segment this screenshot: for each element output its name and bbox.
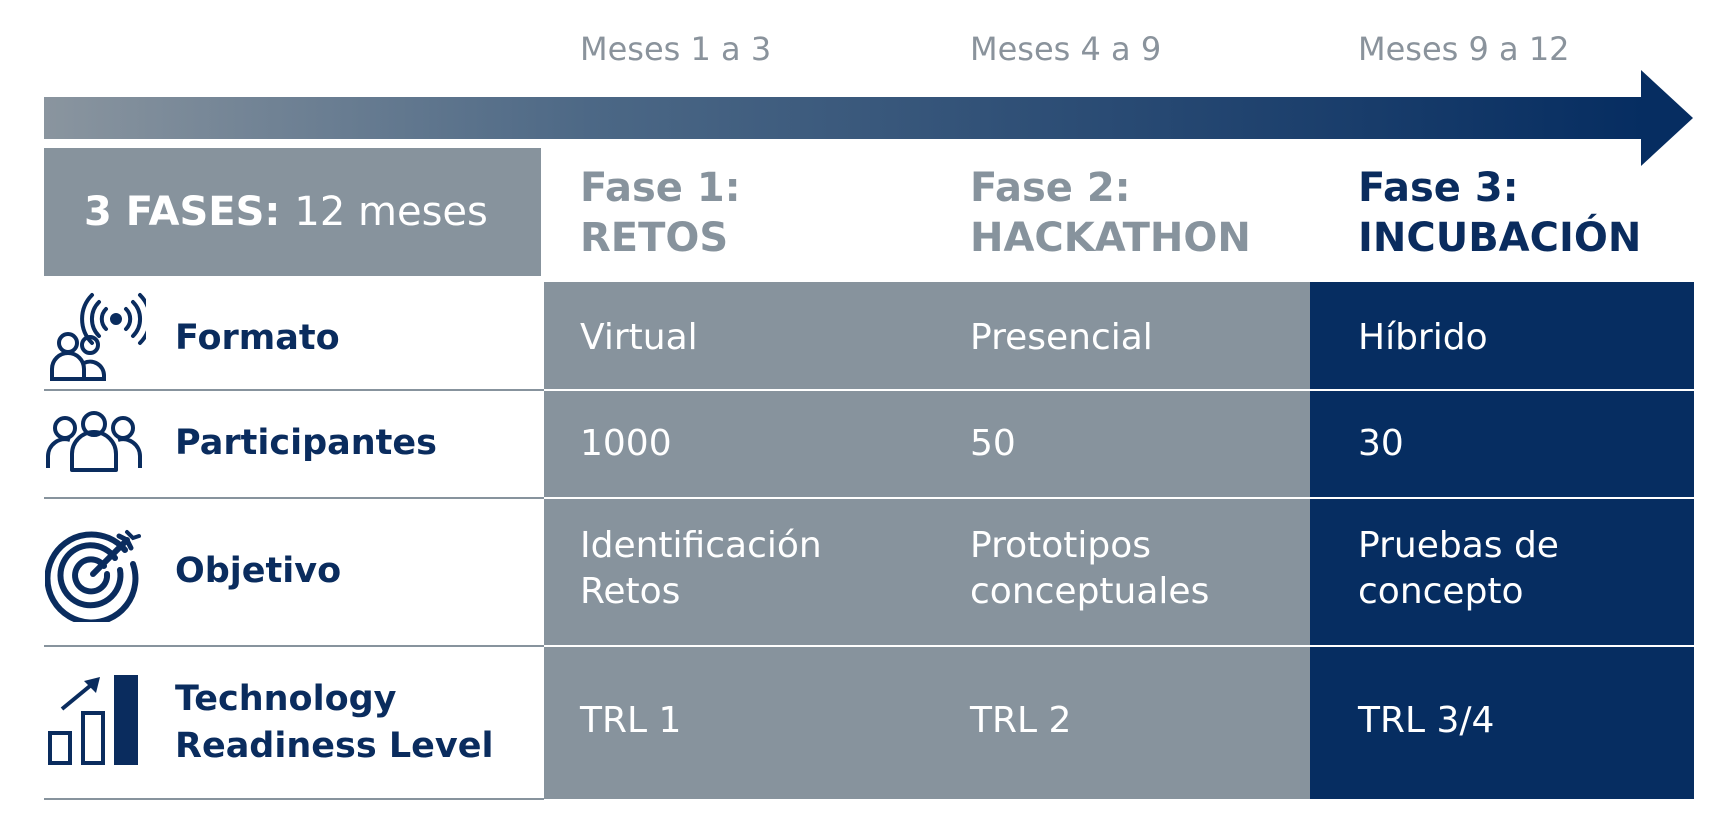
month-label-phase-2: Meses 4 a 9 <box>970 30 1162 68</box>
cell-formato-phase-2: Presencial <box>970 317 1153 358</box>
phase-1-header: Fase 1: RETOS <box>580 163 741 263</box>
month-label-phase-1: Meses 1 a 3 <box>580 30 772 68</box>
target-icon <box>44 523 144 623</box>
row-divider-3 <box>44 645 1694 647</box>
row-divider-2 <box>44 497 1694 499</box>
growth-chart-icon <box>44 672 144 768</box>
group-icon <box>44 408 144 474</box>
summary-bold: 3 FASES: <box>84 189 281 235</box>
timeline-arrow <box>44 70 1693 166</box>
cell-objetivo-phase-3: Pruebas de concepto <box>1358 525 1559 612</box>
cell-participantes-phase-2: 50 <box>970 423 1016 464</box>
row-label-objetivo: Objetivo <box>175 551 342 591</box>
phase-3-name: INCUBACIÓN <box>1358 215 1642 261</box>
phase-2-name: HACKATHON <box>970 215 1251 261</box>
cell-participantes-phase-1: 1000 <box>580 423 672 464</box>
cell-trl-phase-1: TRL 1 <box>580 700 682 741</box>
broadcast-people-icon <box>44 288 148 384</box>
phase-1-title: Fase 1: <box>580 165 741 211</box>
phase-2-title: Fase 2: <box>970 165 1131 211</box>
phase-3-header: Fase 3: INCUBACIÓN <box>1358 163 1641 263</box>
cell-objetivo-phase-2: Prototipos conceptuales <box>970 525 1210 612</box>
cell-trl-phase-3: TRL 3/4 <box>1358 700 1495 741</box>
phase-1-name: RETOS <box>580 215 729 261</box>
row-divider-4 <box>44 798 544 800</box>
phase-3-title: Fase 3: <box>1358 165 1519 211</box>
month-label-phase-3: Meses 9 a 12 <box>1358 30 1570 68</box>
row-label-formato: Formato <box>175 318 340 358</box>
cell-trl-phase-2: TRL 2 <box>970 700 1072 741</box>
row-label-trl: Technology Readiness Level <box>175 679 494 766</box>
cell-formato-phase-3: Híbrido <box>1358 317 1488 358</box>
cell-participantes-phase-3: 30 <box>1358 423 1404 464</box>
row-label-participantes: Participantes <box>175 423 437 463</box>
cell-objetivo-phase-1: Identificación Retos <box>580 525 822 612</box>
phase-3-column-background <box>1310 282 1694 799</box>
row-divider-1 <box>44 389 1694 391</box>
summary-duration: 12 meses <box>294 189 488 235</box>
cell-formato-phase-1: Virtual <box>580 317 698 358</box>
phases-summary-box: 3 FASES: 12 meses <box>44 148 541 276</box>
phase-1-2-column-background <box>544 282 1310 799</box>
phase-2-header: Fase 2: HACKATHON <box>970 163 1251 263</box>
